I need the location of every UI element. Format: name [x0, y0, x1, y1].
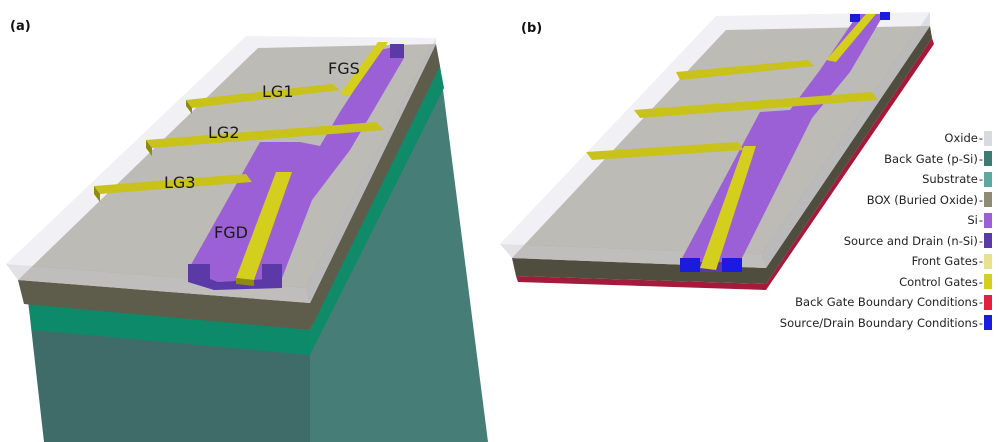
gate-lg3-a: [94, 174, 252, 194]
gate-fgs-a: [340, 42, 388, 96]
legend-swatch: [984, 151, 992, 167]
legend-tick: -: [978, 315, 983, 330]
legend-item: Back Gate (p-Si)-: [732, 149, 992, 170]
oxide-top-a: [6, 36, 436, 288]
back-gate-right-a: [310, 56, 444, 355]
gate-lg1-a: [186, 84, 340, 108]
si-channel-a: [188, 46, 404, 282]
sd-boundary-b-1: [680, 258, 700, 272]
legend-label: Substrate: [922, 172, 978, 187]
legend-label: Source and Drain (n-Si): [843, 233, 978, 248]
si-channel-side-a: [188, 270, 282, 290]
legend-swatch: [984, 233, 992, 249]
back-gate-layer-a: [28, 300, 310, 355]
legend-label: Oxide: [944, 131, 978, 146]
gate-fgs-b: [826, 14, 876, 62]
back-gate-boundary-b: [516, 38, 934, 290]
legend-label: Back Gate Boundary Conditions: [795, 295, 978, 310]
legend-swatch: [984, 315, 992, 331]
legend-label: BOX (Buried Oxide): [866, 192, 978, 207]
legend-item: Oxide-: [732, 128, 992, 149]
gate-lg2-b: [634, 92, 878, 118]
legend-swatch: [984, 130, 992, 146]
gate-lg3-b: [586, 142, 744, 160]
legend-item: Source/Drain Boundary Conditions-: [732, 313, 992, 334]
legend-item: Substrate-: [732, 169, 992, 190]
gate-label-fgd: FGD: [214, 223, 248, 242]
gate-fgd-a-side: [236, 278, 254, 286]
legend-swatch: [984, 192, 992, 208]
oxide-front-a: [6, 264, 310, 303]
legend-swatch: [984, 274, 992, 290]
legend-swatch: [984, 294, 992, 310]
source-region-a: [390, 44, 404, 58]
legend-item: BOX (Buried Oxide)-: [732, 190, 992, 211]
substrate-right-face: [310, 66, 488, 442]
legend-label: Back Gate (p-Si): [884, 151, 978, 166]
legend-label: Source/Drain Boundary Conditions: [779, 315, 978, 330]
panel-label-a: (a): [10, 19, 31, 34]
legend-tick: -: [978, 131, 983, 146]
box-layer-right-a: [310, 44, 440, 330]
gate-label-fgs: FGS: [328, 59, 360, 78]
gate-lg3-a-side: [94, 186, 100, 202]
legend-tick: -: [978, 254, 983, 269]
sd-boundary-b-3: [850, 14, 860, 22]
gate-lg1-b: [676, 60, 814, 80]
legend-label: Control Gates: [899, 274, 978, 289]
box-layer-front-a: [18, 280, 310, 330]
panel-a-device: (a) FGS LG1 LG2 LG3 FGD: [6, 19, 488, 442]
drain-region-a: [188, 264, 210, 282]
legend-item: Source and Drain (n-Si)-: [732, 231, 992, 252]
legend-tick: -: [978, 151, 983, 166]
box-layer-right-b: [766, 26, 932, 284]
legend-tick: -: [978, 213, 983, 228]
oxide-right-b: [762, 12, 930, 268]
drain-region-a-2: [262, 264, 282, 282]
legend-item: Back Gate Boundary Conditions-: [732, 292, 992, 313]
panel-label-b: (b): [521, 21, 542, 36]
legend-tick: -: [978, 192, 983, 207]
gate-lg1-a-side: [186, 100, 192, 114]
legend-item: Front Gates-: [732, 251, 992, 272]
legend-swatch: [984, 171, 992, 187]
panel-b-device: (b): [500, 12, 934, 290]
gate-label-lg1: LG1: [262, 82, 294, 101]
legend-tick: -: [978, 233, 983, 248]
sd-boundary-b-2: [722, 258, 742, 272]
legend-swatch: [984, 212, 992, 228]
gate-fgd-b: [700, 146, 756, 270]
legend-tick: -: [978, 172, 983, 187]
legend-tick: -: [978, 274, 983, 289]
gate-label-lg3: LG3: [164, 173, 196, 192]
legend-label: Front Gates: [911, 254, 978, 269]
gate-lg2-a-side: [146, 140, 152, 156]
gate-lg2-a: [146, 122, 384, 148]
sd-boundary-b-4: [880, 12, 890, 20]
gate-fgd-a: [236, 172, 292, 280]
oxide-right-a: [306, 38, 436, 303]
legend-label: Si: [967, 213, 978, 228]
legend-swatch: [984, 253, 992, 269]
legend-tick: -: [978, 295, 983, 310]
gate-label-lg2: LG2: [208, 123, 240, 142]
legend-item: Si-: [732, 210, 992, 231]
legend: Oxide-Back Gate (p-Si)-Substrate-BOX (Bu…: [732, 128, 992, 333]
legend-item: Control Gates-: [732, 272, 992, 293]
box-layer-front-b: [512, 258, 766, 284]
